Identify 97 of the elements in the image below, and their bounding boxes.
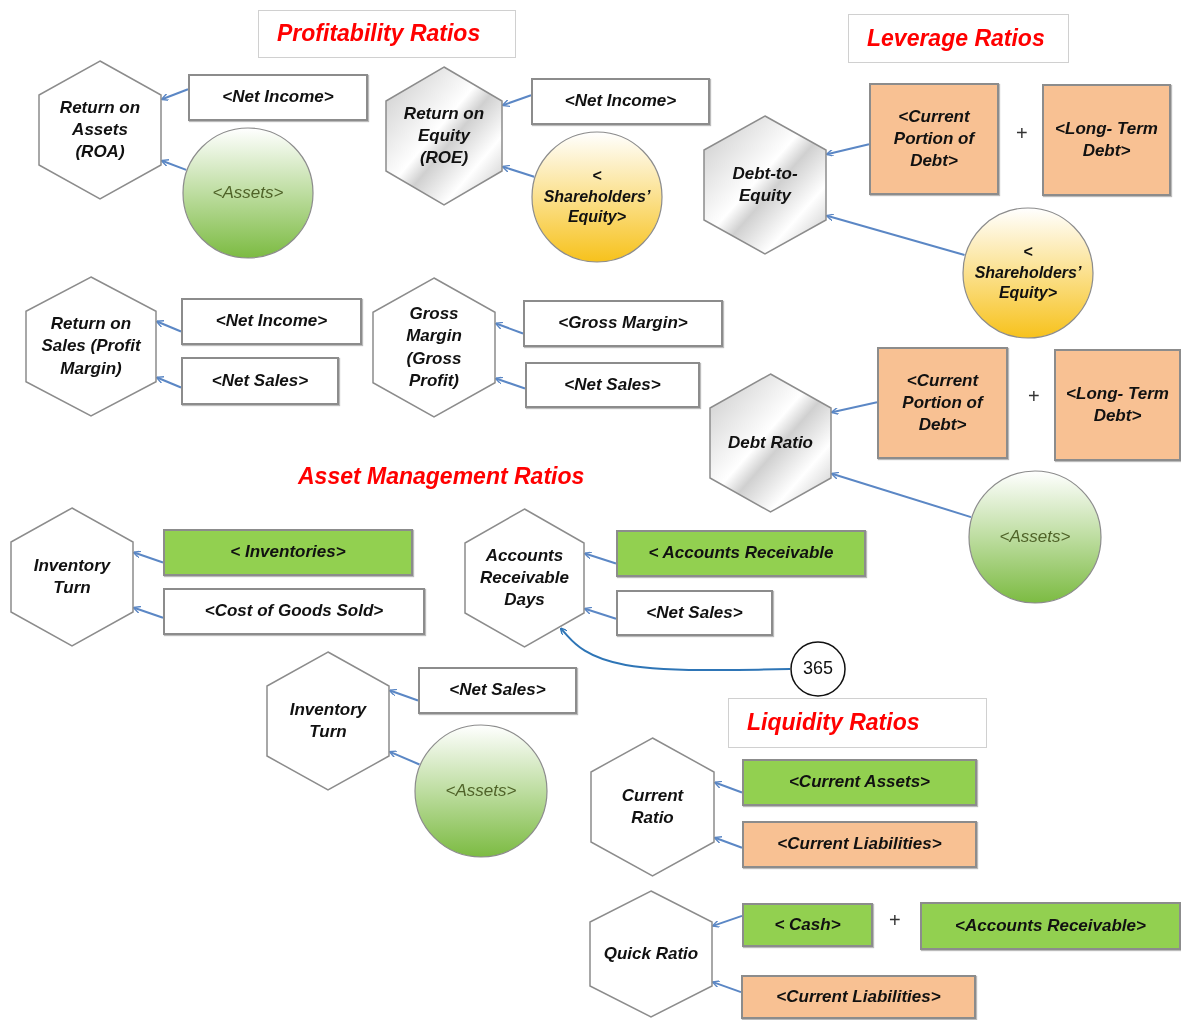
input-circle [790, 641, 846, 697]
ratio-hexagon [464, 508, 585, 648]
input-box [741, 975, 976, 1019]
section-heading-box [728, 698, 987, 748]
input-term: <Long- Term Debt> [1054, 117, 1159, 162]
input-term: < Shareholders’ Equity> [973, 241, 1083, 304]
arrow [155, 376, 182, 389]
input-box [742, 821, 977, 868]
ratio-hexagon [10, 507, 134, 647]
section-title: Liquidity Ratios [747, 708, 920, 738]
constant-value: 365 [802, 657, 833, 681]
arrow [830, 471, 973, 519]
input-box [163, 588, 425, 635]
input-term: <Assets> [445, 779, 517, 802]
input-term: <Net Sales> [211, 369, 309, 392]
input-circle [968, 470, 1102, 604]
arrow [501, 94, 532, 108]
ratio-hexagon [590, 737, 715, 877]
arrow [711, 980, 742, 994]
input-circle [962, 208, 1094, 338]
ratio-hexagon [266, 651, 390, 791]
input-term: < Inventories> [230, 541, 346, 564]
ratio-hexagon [709, 373, 832, 513]
ratio-name: Return on Assets (ROA) [58, 96, 142, 164]
ratio-hexagon [703, 115, 827, 255]
arrow [160, 159, 188, 171]
input-term: <Net Income> [564, 90, 677, 113]
section-heading-box [848, 14, 1069, 63]
ratio-name: Quick Ratio [603, 942, 699, 965]
input-box [181, 357, 339, 405]
arrow [711, 914, 743, 928]
input-box [163, 529, 413, 576]
plus-sign: + [1028, 385, 1040, 408]
arrow [583, 606, 617, 620]
plus-sign: + [889, 909, 901, 932]
input-term: <Net Sales> [646, 601, 743, 624]
input-term: <Long- Term Debt> [1065, 382, 1170, 427]
input-term: <Current Portion of Debt> [901, 369, 985, 437]
input-box [523, 300, 723, 347]
input-term: <Current Portion of Debt> [892, 105, 977, 173]
input-term: <Net Income> [222, 86, 334, 109]
arrow [559, 627, 791, 672]
ratio-name: Current Ratio [620, 784, 685, 829]
ratio-name: Return on Equity (ROE) [402, 102, 486, 170]
input-term: <Current Liabilities> [777, 833, 942, 856]
input-term: < Cash> [774, 913, 841, 936]
ratio-name: Debt-to- Equity [731, 162, 799, 207]
input-box [418, 667, 577, 714]
input-term: <Cost of Goods Sold> [204, 600, 384, 623]
ratio-name: Debt Ratio [728, 431, 813, 454]
section-title: Asset Management Ratios [298, 463, 585, 490]
input-box [742, 903, 873, 947]
input-term: < Shareholders’ Equity> [542, 165, 652, 228]
input-term: <Current Liabilities> [776, 985, 941, 1008]
input-box [877, 347, 1008, 459]
ratio-hexagon [38, 60, 162, 200]
arrow [132, 605, 164, 619]
ratio-hexagon [589, 890, 713, 1018]
arrow [713, 836, 743, 849]
ratio-name: Inventory Turn [32, 554, 112, 599]
arrow [494, 376, 526, 390]
input-term: <Gross Margin> [558, 312, 688, 335]
input-box [869, 83, 999, 195]
input-circle [182, 127, 314, 259]
input-box [181, 298, 362, 345]
input-box [920, 902, 1181, 950]
input-term: <Assets> [212, 181, 284, 204]
input-box [188, 74, 368, 121]
input-term: <Net Sales> [449, 679, 546, 702]
ratio-hexagon [385, 66, 503, 206]
input-circle [414, 724, 548, 858]
ratio-hexagon [25, 276, 157, 417]
input-box [531, 78, 710, 125]
input-box [616, 530, 866, 577]
ratio-name: Inventory Turn [288, 698, 368, 743]
ratio-name: Gross Margin (Gross Profit) [405, 303, 463, 392]
input-box [742, 759, 977, 806]
input-term: <Accounts Receivable> [955, 914, 1146, 937]
input-term: <Assets> [999, 525, 1071, 548]
input-term: <Current Assets> [788, 771, 931, 794]
input-circle [531, 131, 663, 263]
section-title: Leverage Ratios [867, 23, 1045, 53]
section-heading-box [258, 10, 516, 58]
input-box [1042, 84, 1171, 196]
ratio-name: Accounts Receivable Days [479, 544, 570, 612]
input-box [616, 590, 773, 636]
input-box [525, 362, 700, 408]
input-box [1054, 349, 1181, 461]
input-term: <Net Sales> [564, 373, 661, 396]
section-title: Profitability Ratios [277, 19, 481, 49]
arrow [501, 164, 536, 178]
plus-sign: + [1016, 122, 1028, 145]
arrow [388, 750, 421, 766]
input-term: <Net Income> [215, 310, 328, 333]
input-term: < Accounts Receivable [648, 542, 834, 565]
ratio-name: Return on Sales (Profit Margin) [40, 313, 142, 380]
ratio-hexagon [372, 277, 496, 418]
